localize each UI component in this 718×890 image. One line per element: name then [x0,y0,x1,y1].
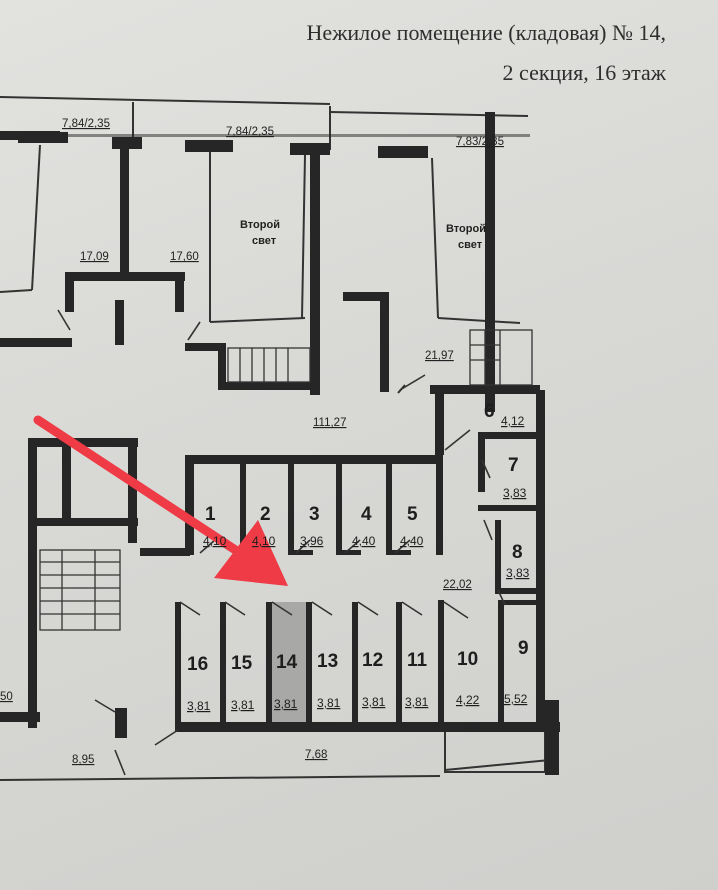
storage-9-area: 5,52 [504,692,528,706]
bottom-left-area: 8,95 [72,754,94,766]
storage-15-number: 15 [231,653,253,674]
room-area-17-09: 17,09 [80,251,109,263]
document-title-line1: Нежилое помещение (кладовая) № 14, [306,20,666,45]
second-light-label-1b: свет [252,235,277,247]
red-arrow-icon [33,415,288,586]
storage-12-area: 3,81 [362,695,386,709]
room-area-21-97: 21,97 [425,350,454,362]
storage-6-number: 6 [484,401,495,422]
storage-4-number: 4 [361,504,372,525]
storage-8-number: 8 [512,542,523,563]
storage-bottom-walls [175,600,538,727]
storage-7-area: 3,83 [503,486,527,500]
storage-3-number: 3 [309,504,320,525]
storage-15-area: 3,81 [231,698,255,712]
storage-4-area: 4,40 [352,534,376,548]
storage-2-area: 4,10 [252,534,276,548]
balcony-area-3: 7,83/2,35 [456,136,504,148]
storage-11-number: 11 [407,650,428,671]
storage-1-area: 4,10 [203,534,227,548]
room-area-17-60: 17,60 [170,251,199,263]
storage-10-number: 10 [457,649,478,670]
walls [0,112,560,775]
storage-13-area: 3,81 [317,696,341,710]
storage-12-number: 12 [362,650,383,671]
hall-area: 111,27 [313,417,346,429]
storage-14-area: 3,81 [274,697,298,711]
storage-1-number: 1 [205,504,216,525]
left-edge-area: 50 [0,691,13,703]
storage-top-labels: 1 4,10 2 4,10 3 3,96 4 4,40 5 4,40 [203,504,424,548]
storage-right-labels: 6 4,12 7 3,83 8 3,83 [484,401,530,580]
storage-6-area: 4,12 [501,414,525,428]
storage-bottom-labels: 16 3,81 15 3,81 14 3,81 13 3,81 12 3,81 … [187,638,529,713]
document-title-line2: 2 секция, 16 этаж [502,60,666,85]
second-light-label-1a: Второй [240,219,280,231]
storage-10-area: 4,22 [456,693,480,707]
bottom-mid-area: 7,68 [305,749,327,761]
door-swings [57,309,506,776]
storage-14-number: 14 [276,652,298,673]
storage-5-area: 4,40 [400,534,424,548]
storage-16-number: 16 [187,654,208,675]
storage-16-area: 3,81 [187,699,211,713]
area-labels: 7,84/2,35 7,84/2,35 7,83/2,35 Второй све… [0,118,504,766]
storage-5-number: 5 [407,504,418,525]
storage-13-number: 13 [317,651,338,672]
corridor-area: 22,02 [443,579,472,591]
stairs-icon [39,329,533,631]
balcony-area-1: 7,84/2,35 [62,118,110,130]
storage-3-area: 3,96 [300,534,324,548]
balcony-area-2: 7,84/2,35 [226,126,274,138]
second-light-label-2a: Второй [446,223,486,235]
storage-2-number: 2 [260,504,271,525]
storage-8-area: 3,83 [506,566,530,580]
second-light-label-2b: свет [458,239,483,251]
storage-7-number: 7 [508,455,519,476]
storage-9-number: 9 [518,638,529,659]
storage-14-highlight [269,602,306,722]
storage-11-area: 3,81 [405,695,429,709]
